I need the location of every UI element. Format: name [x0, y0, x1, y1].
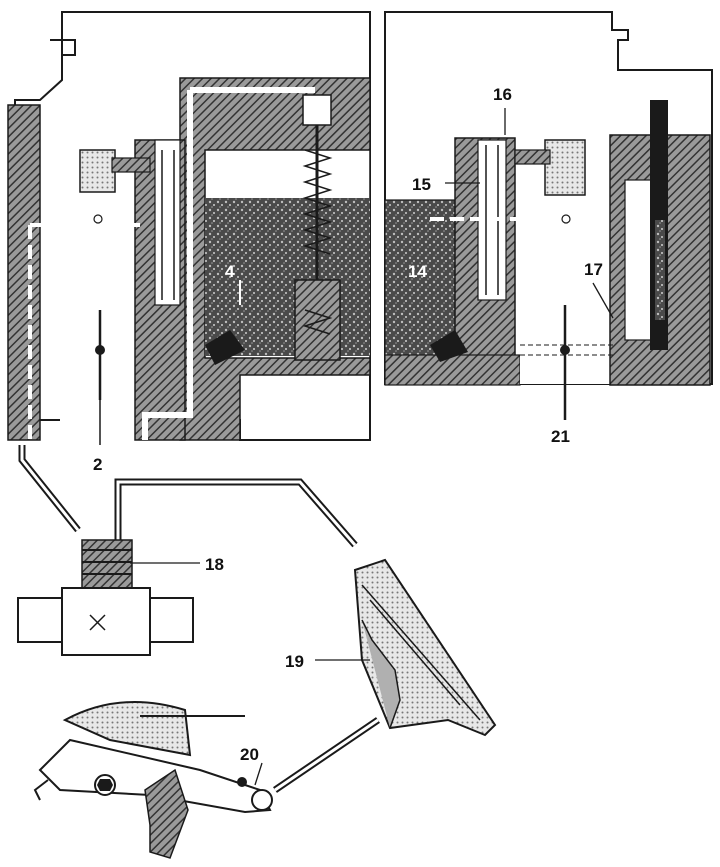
label-17: 17: [584, 260, 603, 279]
accelerator-pedal-19: [353, 558, 497, 737]
throttle-linkage-rods: [18, 445, 380, 793]
right-carburetor-body: [384, 11, 713, 420]
label-21: 21: [551, 427, 570, 446]
label-16: 16: [493, 85, 512, 104]
label-15: 15: [412, 175, 431, 194]
label-18: 18: [205, 555, 224, 574]
pedal-lever-assembly-20: [33, 701, 273, 859]
leader-lines: [130, 108, 614, 786]
threaded-fitting-18: [17, 539, 194, 656]
label-20: 20: [240, 745, 259, 764]
left-carburetor-body: [7, 11, 371, 445]
label-4: 4: [225, 262, 235, 281]
label-19: 19: [285, 652, 304, 671]
label-2: 2: [93, 455, 102, 474]
label-14: 14: [408, 262, 427, 281]
